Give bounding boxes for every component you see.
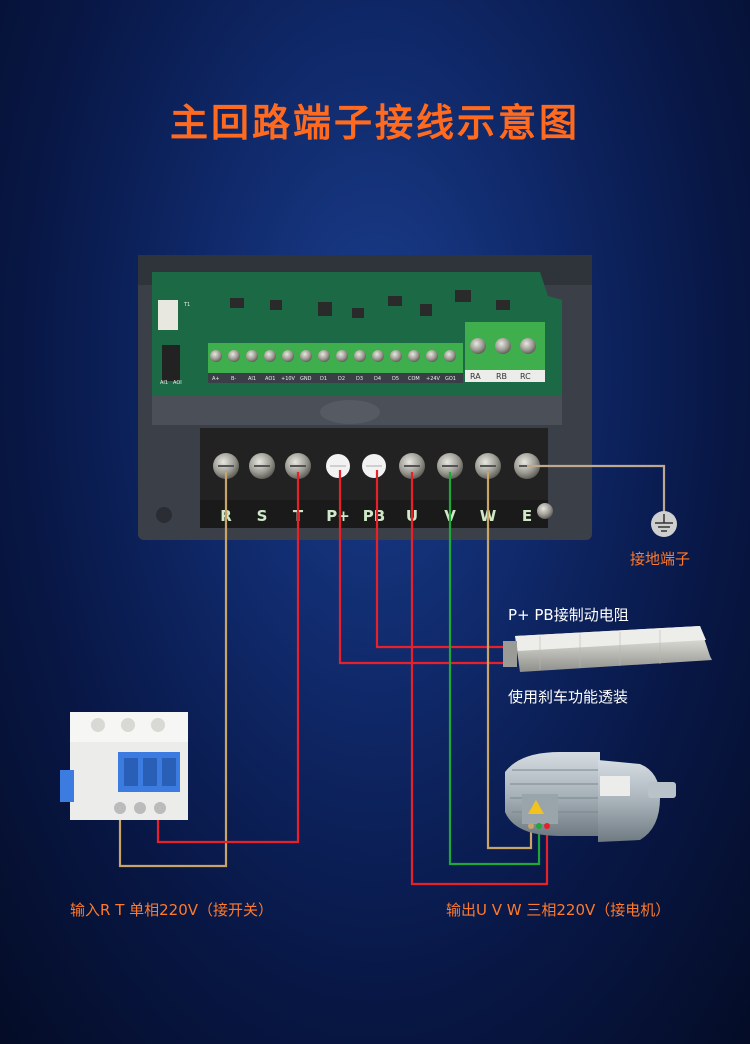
- circuit-breaker: [60, 712, 188, 820]
- svg-text:GO1: GO1: [445, 376, 456, 382]
- wire-e: [527, 464, 666, 512]
- svg-text:RC: RC: [520, 372, 531, 381]
- svg-text:AI1: AI1: [248, 376, 256, 382]
- relay-terminal-labels: RA RB RC: [470, 372, 531, 381]
- wire-pb: [375, 470, 515, 649]
- svg-text:+10V: +10V: [281, 376, 296, 382]
- brake-function-label: 使用刹车功能透装: [508, 688, 629, 706]
- brake-resistor-label: P+ PB接制动电阻: [508, 606, 629, 624]
- svg-text:COM: COM: [408, 376, 420, 382]
- board-mark-t1: T1: [183, 302, 190, 308]
- svg-text:D1: D1: [320, 376, 327, 382]
- motor: [505, 752, 676, 842]
- svg-text:A+: A+: [212, 376, 220, 382]
- terminal-letter: P+: [326, 507, 350, 525]
- svg-text:B-: B-: [231, 376, 236, 382]
- board-mark-aoi: AOI: [173, 380, 182, 386]
- ground-terminal-label: 接地端子: [630, 550, 691, 568]
- svg-text:D4: D4: [374, 376, 381, 382]
- inverter-board: T1 AI1 AOI A+ B- AI1 AO1 +10V GND D1: [138, 255, 592, 540]
- svg-text:D5: D5: [392, 376, 399, 382]
- connector-block: [158, 300, 178, 330]
- input-label: 输入R T 单相220V（接开关）: [70, 901, 274, 919]
- svg-text:RB: RB: [496, 372, 507, 381]
- wires: [118, 464, 666, 886]
- svg-text:D2: D2: [338, 376, 345, 382]
- wire-u: [410, 472, 549, 886]
- svg-text:D3: D3: [356, 376, 363, 382]
- board-mark-ai1: AI1: [160, 380, 168, 386]
- svg-text:RA: RA: [470, 372, 481, 381]
- svg-text:GND: GND: [300, 376, 312, 382]
- wire-t: [156, 472, 300, 844]
- wire-w: [486, 472, 533, 850]
- terminal-letter: PB: [363, 507, 385, 525]
- terminal-letter: S: [257, 507, 268, 525]
- control-terminal-labels: A+ B- AI1 AO1 +10V GND D1 D2 D3 D4 D5 CO…: [212, 376, 456, 382]
- svg-text:AO1: AO1: [265, 376, 275, 382]
- braking-resistor: [503, 626, 712, 672]
- wire-p-plus: [338, 470, 515, 665]
- output-label: 输出U V W 三相220V（接电机）: [446, 901, 671, 919]
- ground-symbol-icon: [651, 511, 677, 537]
- svg-text:+24V: +24V: [426, 376, 441, 382]
- terminal-letter: E: [522, 507, 532, 525]
- wire-r: [118, 472, 228, 868]
- page-title: 主回路端子接线示意图: [169, 101, 580, 145]
- wire-v: [448, 472, 541, 866]
